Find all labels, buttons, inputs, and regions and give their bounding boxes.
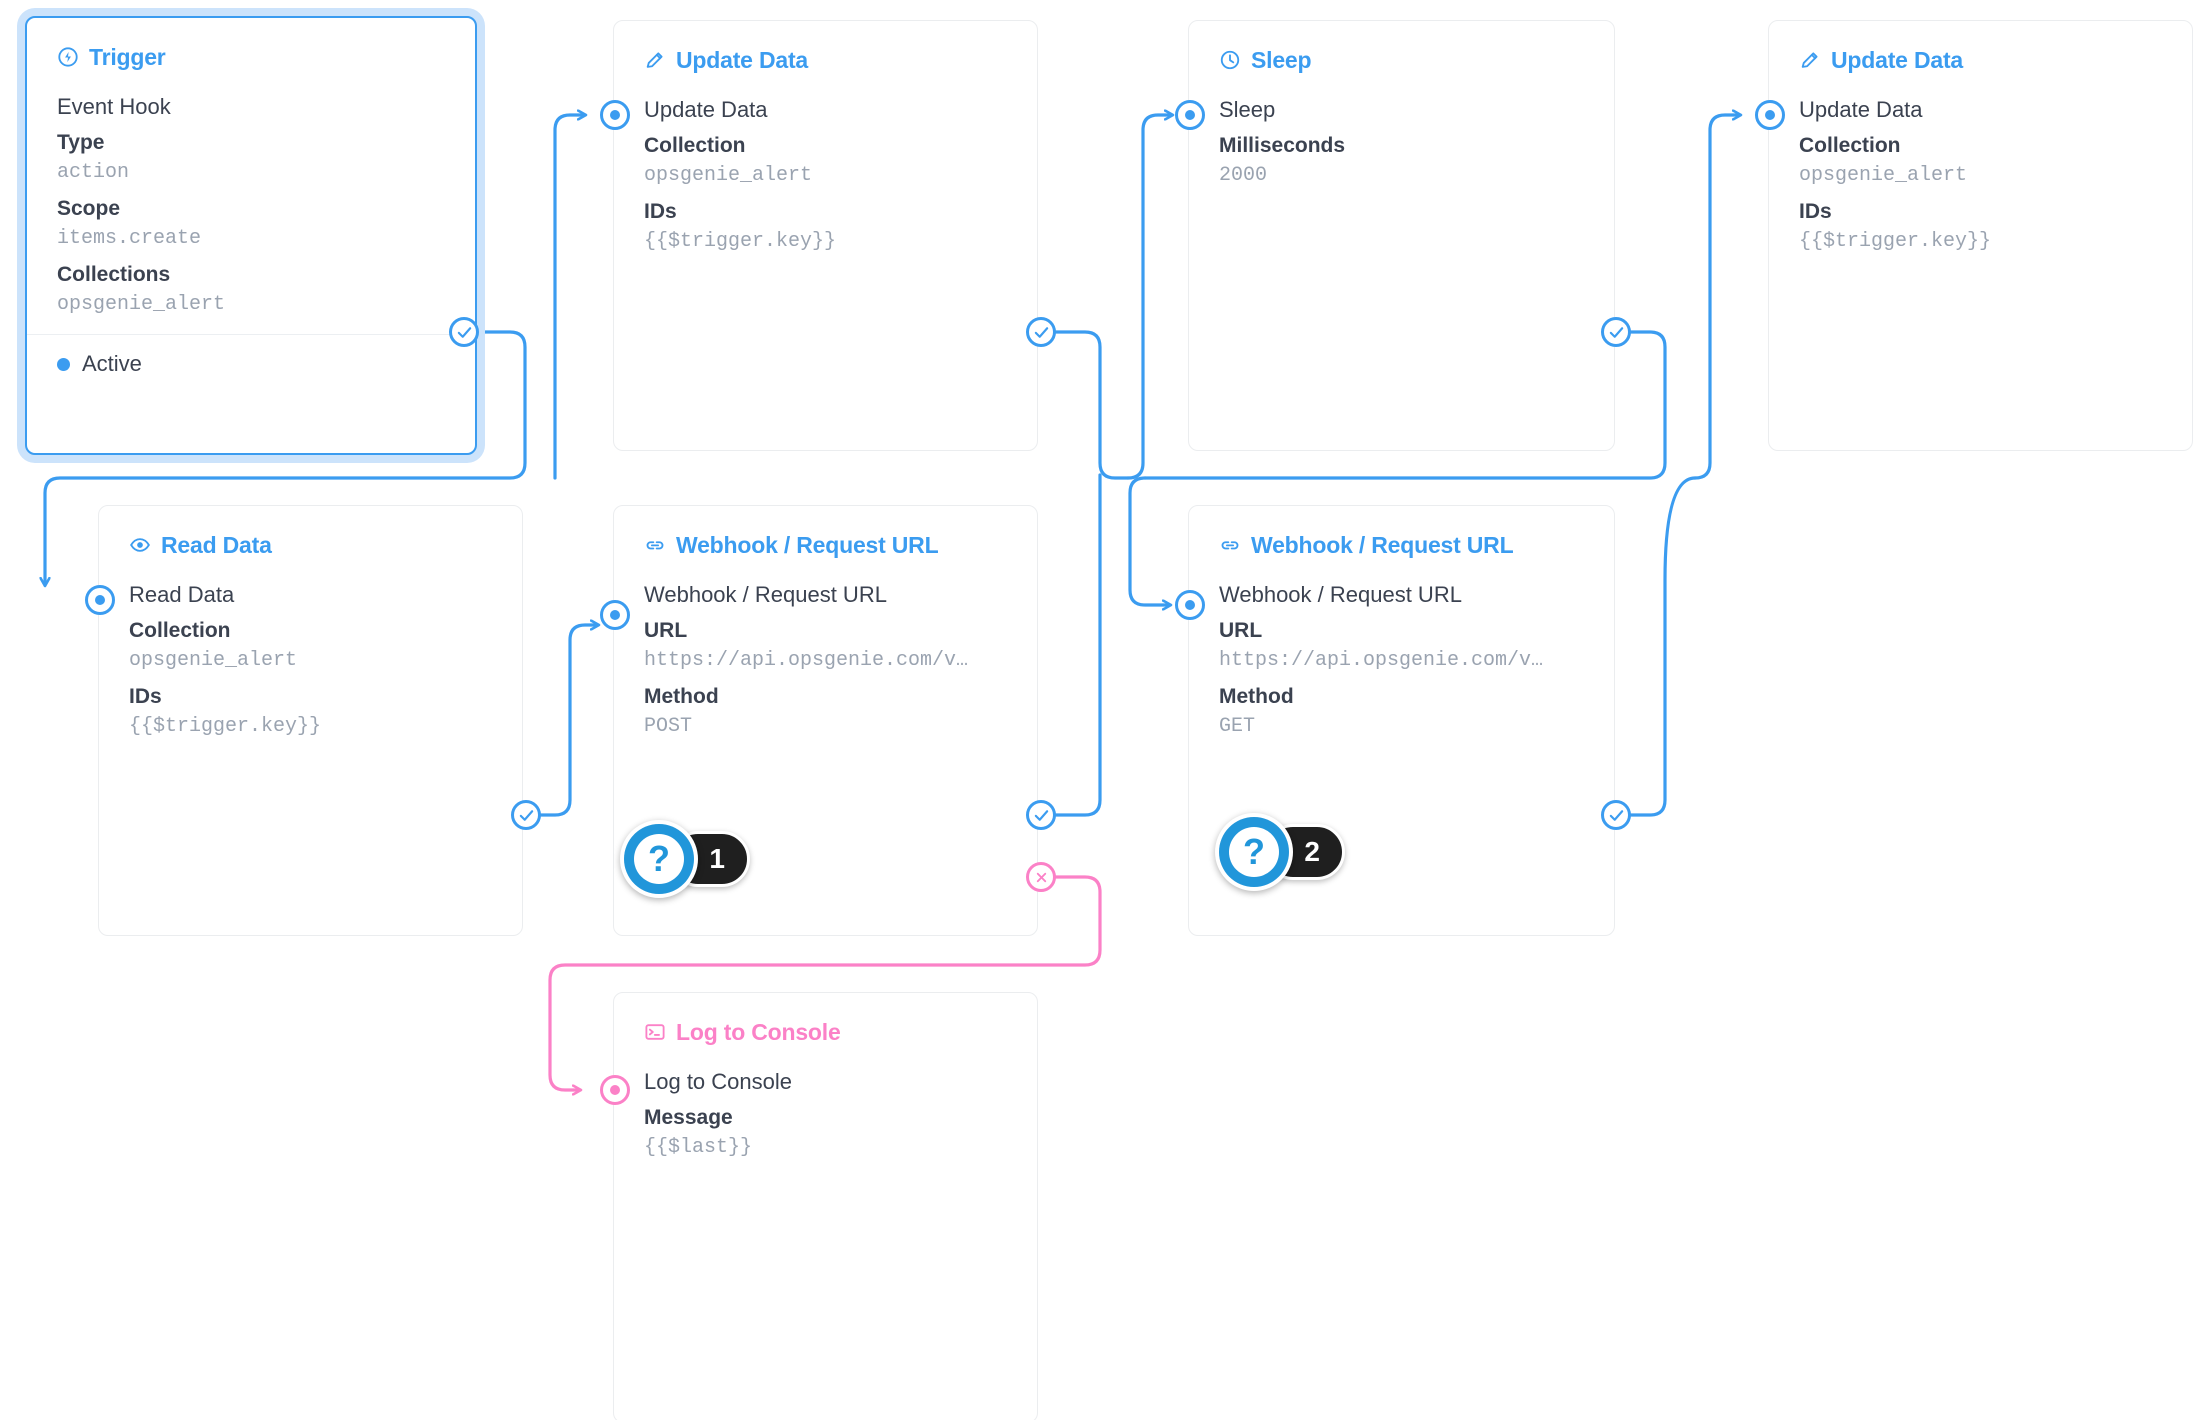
port-log-to-console-input[interactable] [600, 1075, 630, 1105]
operation-name: Update Data [644, 97, 768, 122]
port-sleep-resolve[interactable] [1601, 317, 1631, 347]
port-read-data-resolve[interactable] [511, 800, 541, 830]
field-collections: Collections opsgenie_alert [57, 263, 226, 316]
port-sleep-input[interactable] [1175, 100, 1205, 130]
card-title: Read Data [161, 531, 272, 558]
node-card-trigger[interactable]: Trigger Event Hook Type action Scope ite… [25, 16, 477, 455]
card-header: Log to Console [644, 1019, 1007, 1045]
port-update-data-1-input[interactable] [600, 100, 630, 130]
field-ids: IDs {{$trigger.key}} [644, 200, 837, 253]
field-scope: Scope items.create [57, 197, 202, 250]
status-badge: Active [57, 335, 445, 377]
field-method: Method POST [644, 685, 719, 738]
operation-name: Webhook / Request URL [644, 582, 887, 607]
port-webhook-post-resolve[interactable] [1026, 800, 1056, 830]
port-update-data-2-input[interactable] [1755, 100, 1785, 130]
card-title: Webhook / Request URL [1251, 531, 1514, 558]
question-mark-icon: ? [1215, 813, 1293, 891]
port-webhook-post-input[interactable] [600, 600, 630, 630]
badge-1[interactable]: ? 1 [620, 820, 750, 898]
divider [27, 334, 475, 335]
port-read-data-input[interactable] [85, 585, 115, 615]
card-header: Update Data [1799, 47, 2162, 73]
card-header: Webhook / Request URL [644, 532, 1007, 558]
operation-name: Event Hook [57, 94, 171, 119]
operation-name: Sleep [1219, 97, 1276, 122]
port-webhook-get-resolve[interactable] [1601, 800, 1631, 830]
status-dot [57, 357, 70, 371]
field-message: Message {{$last}} [644, 1106, 753, 1159]
card-title: Sleep [1251, 46, 1312, 73]
port-trigger-resolve[interactable] [449, 317, 479, 347]
operation-name: Update Data [1799, 97, 1923, 122]
link-icon [1219, 534, 1241, 556]
card-header: Webhook / Request URL [1219, 532, 1584, 558]
status-label: Active [82, 351, 142, 376]
field-collection: Collection opsgenie_alert [644, 134, 813, 187]
link-icon [644, 534, 666, 556]
port-webhook-get-input[interactable] [1175, 590, 1205, 620]
field-type: Type action [57, 131, 130, 184]
field-collection: Collection opsgenie_alert [1799, 134, 1968, 187]
bolt-circle-icon [57, 46, 79, 68]
card-header: Sleep [1219, 47, 1584, 73]
field-url: URL https://api.opsgenie.com/v… [1219, 619, 1544, 672]
field-url: URL https://api.opsgenie.com/v… [644, 619, 969, 672]
badge-2[interactable]: ? 2 [1215, 813, 1345, 891]
card-header: Trigger [57, 44, 445, 70]
port-webhook-post-reject[interactable] [1026, 862, 1056, 892]
card-title: Update Data [1831, 46, 1963, 73]
card-title: Update Data [676, 46, 808, 73]
card-header: Update Data [644, 47, 1007, 73]
operation-name: Read Data [129, 582, 235, 607]
card-header: Read Data [129, 532, 492, 558]
card-title: Webhook / Request URL [676, 531, 939, 558]
field-ids: IDs {{$trigger.key}} [129, 685, 322, 738]
eye-icon [129, 534, 151, 556]
badge-symbol: ? [1229, 827, 1279, 877]
operation-name: Webhook / Request URL [1219, 582, 1462, 607]
field-method: Method GET [1219, 685, 1294, 738]
pencil-icon [644, 49, 666, 71]
node-card-update-data-2[interactable]: Update Data Update Data Collection opsge… [1768, 20, 2193, 451]
node-card-log-to-console[interactable]: Log to Console Log to Console Message {{… [613, 992, 1038, 1420]
question-mark-icon: ? [620, 820, 698, 898]
node-card-update-data-1[interactable]: Update Data Update Data Collection opsge… [613, 20, 1038, 451]
node-card-read-data[interactable]: Read Data Read Data Collection opsgenie_… [98, 505, 523, 936]
pencil-icon [1799, 49, 1821, 71]
field-milliseconds: Milliseconds 2000 [1219, 134, 1346, 187]
badge-symbol: ? [634, 834, 684, 884]
operation-name: Log to Console [644, 1069, 792, 1094]
card-title: Trigger [89, 43, 166, 70]
node-card-sleep[interactable]: Sleep Sleep Milliseconds 2000 [1188, 20, 1615, 451]
field-collection: Collection opsgenie_alert [129, 619, 298, 672]
terminal-icon [644, 1021, 666, 1043]
field-ids: IDs {{$trigger.key}} [1799, 200, 1992, 253]
clock-icon [1219, 49, 1241, 71]
card-title: Log to Console [676, 1018, 841, 1045]
port-update-data-1-resolve[interactable] [1026, 317, 1056, 347]
